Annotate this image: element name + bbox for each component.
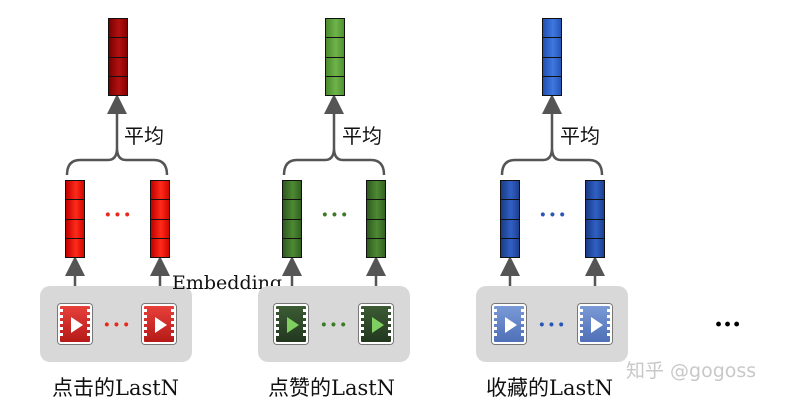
caption-like: 点赞的LastN xyxy=(268,376,396,400)
embedding-label: Embedding xyxy=(172,272,283,294)
trailing-ellipsis: ··· xyxy=(714,310,742,340)
embedding-dots-like: ··· xyxy=(321,202,350,228)
video-icon xyxy=(142,304,176,344)
caption-favorite: 收藏的LastN xyxy=(486,376,614,400)
avg-label-favorite: 平均 xyxy=(560,124,600,148)
embedding-dots-click: ··· xyxy=(104,202,133,228)
embedding-vector-favorite-last xyxy=(585,180,605,258)
video-icon xyxy=(578,304,612,344)
embedding-vector-like-last xyxy=(366,180,386,258)
video-icon xyxy=(492,304,526,344)
watermark: 知乎 @gogoss xyxy=(626,360,757,382)
video-dots-favorite: ··· xyxy=(538,312,567,338)
video-dots-like: ··· xyxy=(320,312,349,338)
embedding-vector-click-first xyxy=(65,180,85,258)
video-icon xyxy=(274,304,308,344)
video-icon xyxy=(58,304,92,344)
embedding-vector-click-last xyxy=(150,180,170,258)
embedding-dots-favorite: ··· xyxy=(539,202,568,228)
embedding-vector-like-first xyxy=(282,180,302,258)
video-dots-click: ··· xyxy=(103,312,132,338)
video-icon xyxy=(359,304,393,344)
avg-label-click: 平均 xyxy=(124,124,164,148)
avg-vector-click xyxy=(108,18,128,96)
embedding-vector-favorite-first xyxy=(500,180,520,258)
avg-vector-favorite xyxy=(542,18,562,96)
avg-label-like: 平均 xyxy=(342,124,382,148)
avg-vector-like xyxy=(325,18,345,96)
caption-click: 点击的LastN xyxy=(52,376,180,400)
